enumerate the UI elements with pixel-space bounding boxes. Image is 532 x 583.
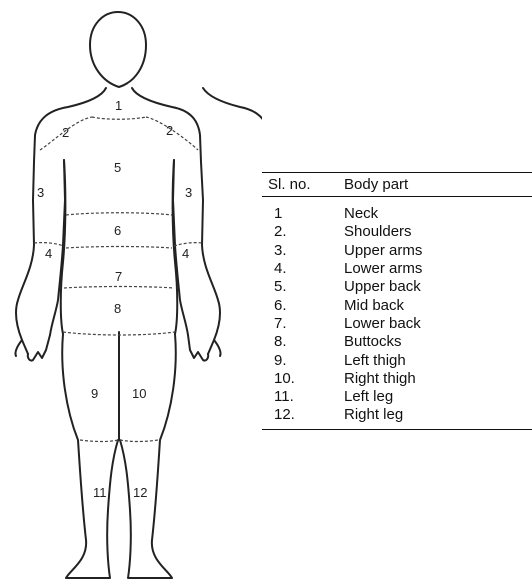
region-number: 8 [114, 301, 121, 316]
row-number: 1 [262, 205, 344, 223]
header-sl-no: Sl. no. [262, 176, 344, 193]
region-number: 4 [45, 246, 52, 261]
region-number: 9 [91, 386, 98, 401]
header-body-part: Body part [344, 176, 532, 193]
table-row: 10. Right thigh [262, 370, 532, 388]
row-number: 9. [262, 352, 344, 370]
region-number: 7 [115, 269, 122, 284]
row-number: 12. [262, 406, 344, 424]
row-body-part: Left thigh [344, 352, 532, 370]
region-number: 5 [114, 160, 121, 175]
row-number: 3. [262, 242, 344, 260]
region-number: 2 [166, 123, 173, 138]
row-number: 6. [262, 297, 344, 315]
region-number: 6 [114, 223, 121, 238]
row-body-part: Upper arms [344, 242, 532, 260]
row-body-part: Mid back [344, 297, 532, 315]
body-part-table: Sl. no. Body part 1 Neck 2. Shoulders 3.… [262, 172, 532, 430]
row-number: 7. [262, 315, 344, 333]
row-body-part: Buttocks [344, 333, 532, 351]
region-number: 10 [132, 386, 146, 401]
mid-back-bottom-line [66, 247, 172, 249]
row-number: 4. [262, 260, 344, 278]
row-body-part: Neck [344, 205, 532, 223]
row-body-part: Left leg [344, 388, 532, 406]
table-row: 9. Left thigh [262, 351, 532, 369]
region-number: 1 [115, 98, 122, 113]
row-number: 2. [262, 223, 344, 241]
region-number: 11 [93, 485, 107, 500]
body-outline-drawing: 1 2 2 5 3 3 6 4 4 7 8 9 10 11 12 [0, 0, 262, 583]
torso-outline-right [132, 88, 220, 354]
head-outline [90, 12, 146, 87]
table-row: 7. Lower back [262, 315, 532, 333]
body-figure: 1 2 2 5 3 3 6 4 4 7 8 9 10 11 12 [0, 0, 262, 583]
mid-back-top-line [66, 213, 172, 215]
region-number: 3 [37, 185, 44, 200]
row-number: 11. [262, 388, 344, 406]
table-row: 8. Buttocks [262, 333, 532, 351]
right-knee-line [120, 440, 158, 442]
region-number: 12 [133, 485, 147, 500]
lower-back-line [64, 287, 174, 289]
torso-outline [16, 88, 262, 354]
table-header-row: Sl. no. Body part [262, 173, 532, 196]
row-number: 10. [262, 370, 344, 388]
row-body-part: Lower arms [344, 260, 532, 278]
right-leg [120, 334, 176, 578]
region-number: 2 [62, 125, 69, 140]
table-row: 3. Upper arms [262, 242, 532, 260]
neck-region-line [92, 117, 146, 119]
table-row: 2. Shoulders [262, 223, 532, 241]
row-body-part: Upper back [344, 278, 532, 296]
row-body-part: Right thigh [344, 370, 532, 388]
table-row: 5. Upper back [262, 278, 532, 296]
region-number: 3 [185, 185, 192, 200]
left-knee-line [80, 440, 118, 442]
row-number: 5. [262, 278, 344, 296]
table-row: 4. Lower arms [262, 260, 532, 278]
region-number: 4 [182, 246, 189, 261]
table-row: 12. Right leg [262, 406, 532, 424]
table-row: 6. Mid back [262, 296, 532, 314]
table-body: 1 Neck 2. Shoulders 3. Upper arms 4. Low… [262, 197, 532, 429]
row-body-part: Lower back [344, 315, 532, 333]
row-body-part: Right leg [344, 406, 532, 424]
row-body-part: Shoulders [344, 223, 532, 241]
left-arm-inner [50, 160, 65, 335]
table-bottom-rule [262, 429, 532, 430]
right-hand [188, 335, 221, 361]
row-number: 8. [262, 333, 344, 351]
table-row: 1 Neck [262, 205, 532, 223]
left-leg [62, 334, 118, 578]
table-row: 11. Left leg [262, 388, 532, 406]
